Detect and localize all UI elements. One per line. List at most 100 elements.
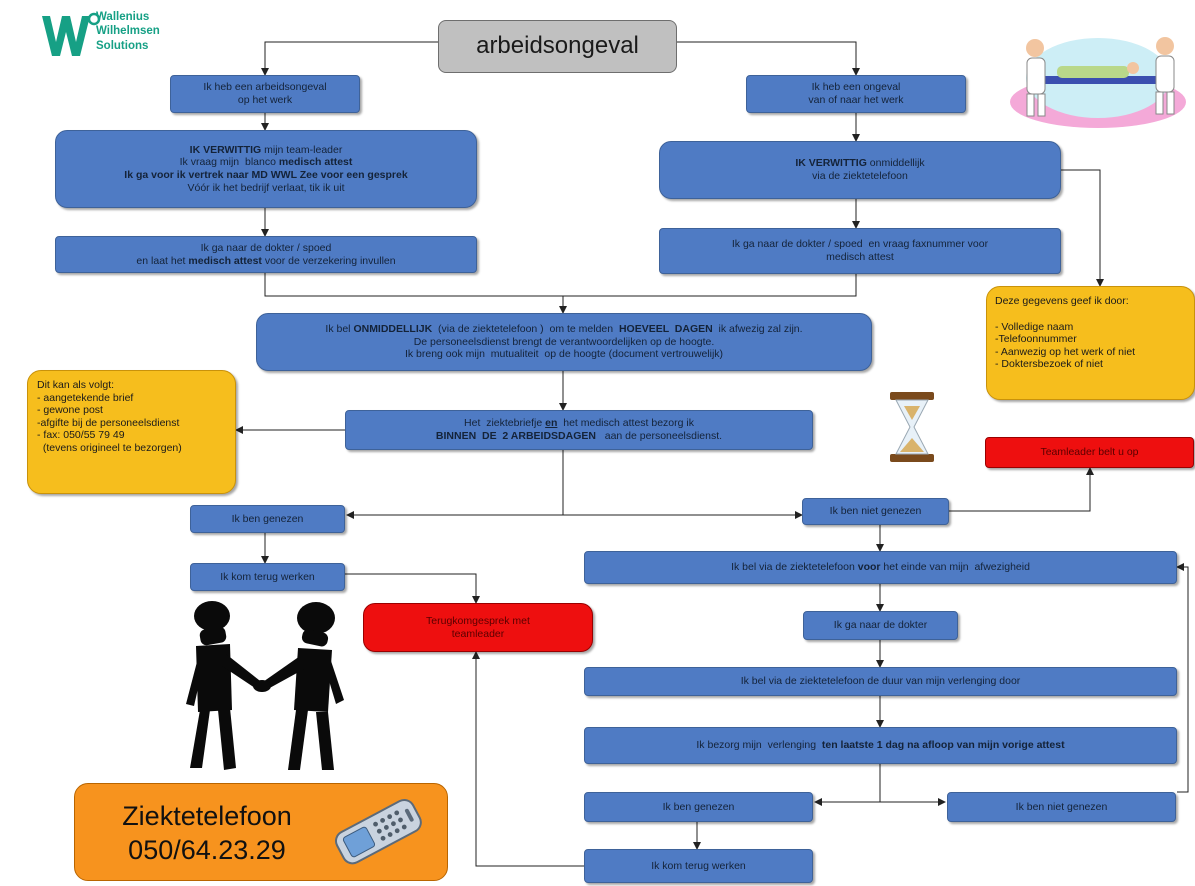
- text-segment: HOEVEEL DAGEN: [618, 323, 713, 336]
- box-line: Ik ben niet genezen: [829, 505, 922, 518]
- deliver-extension-box: Ik bezorg mijn verlenging ten laatste 1 …: [584, 727, 1177, 764]
- text-segment: Ik bel via de ziektetelefoon: [731, 561, 858, 574]
- work-accident-box: Ik heb een arbeidsongeval op het werk: [170, 75, 360, 113]
- box-line: Ik ben genezen: [231, 512, 304, 525]
- text-segment: ten laatste 1 dag na afloop van mijn vor…: [821, 739, 1065, 752]
- box-line: Ik ben niet genezen: [1015, 800, 1108, 813]
- method-item: - aangetekende brief: [37, 391, 134, 404]
- method-item: -afgifte bij de personeelsdienst: [37, 416, 180, 429]
- box-line: Ik breng ook mijn mutualiteit op de hoog…: [405, 348, 723, 361]
- text-segment: ik afwezig zal zijn.: [712, 323, 803, 336]
- mobile-phone-icon: [334, 798, 422, 865]
- text-segment: aan de personeelsdienst.: [595, 430, 723, 442]
- healed-2-box: Ik ben genezen: [584, 792, 813, 822]
- text-segment: De personeelsdienst brengt de verantwoor…: [413, 335, 715, 348]
- text-segment: onmiddellijk: [866, 157, 925, 170]
- box-line: Ik ga naar de dokter / spoed: [201, 242, 332, 255]
- sick-phone-text: Ziektetelefoon 050/64.23.29: [92, 800, 322, 868]
- text-segment: Vóór ik het bedrijf verlaat, tik ik uit: [187, 181, 345, 194]
- teamleader-calls-box: Teamleader belt u op: [985, 437, 1194, 468]
- box-line: Ik vraag mijn blanco medisch attest: [180, 156, 353, 169]
- info-to-provide-box: Deze gegevens geef ik door: - Volledige …: [986, 286, 1195, 400]
- box-line: Ik ben genezen: [662, 800, 735, 813]
- box-line: Ik bel via de ziektetelefoon voor het ei…: [731, 561, 1030, 574]
- text-segment: voor: [857, 561, 881, 574]
- info-heading: Deze gegevens geef ik door:: [995, 295, 1129, 307]
- company-logo: [42, 12, 101, 56]
- box-line: Ik ga voor ik vertrek naar MD WWL Zee vo…: [124, 169, 407, 182]
- call-before-end-box: Ik bel via de ziektetelefoon voor het ei…: [584, 551, 1177, 584]
- logo-line: Solutions: [96, 39, 149, 52]
- methods-heading: Dit kan als volgt:: [37, 379, 115, 391]
- box-line: Ik kom terug werken: [220, 570, 315, 583]
- text-segment: Het ziektebriefje: [464, 417, 546, 430]
- notify-teamleader-box: IK VERWITTIG mijn team-leader Ik vraag m…: [55, 130, 477, 208]
- page-title: arbeidsongeval: [476, 32, 639, 60]
- box-line: BINNEN DE 2 ARBEIDSDAGEN aan de personee…: [436, 430, 722, 443]
- text-segment: ONMIDDELLIJK: [353, 323, 433, 336]
- box-line: Ik ga naar de dokter: [833, 619, 928, 632]
- not-healed-box: Ik ben niet genezen: [802, 498, 949, 525]
- text-segment: Ik ga naar de dokter / spoed: [200, 241, 332, 254]
- call-immediately-box: Ik bel ONMIDDELLIJK (via de ziektetelefo…: [256, 313, 872, 371]
- text-segment: het medisch attest bezorg ik: [557, 417, 694, 430]
- text-segment: IK VERWITTIG: [189, 143, 262, 156]
- text-segment: mijn team-leader: [261, 143, 343, 156]
- return-interview-box: Terugkomgesprek met teamleader: [363, 603, 593, 652]
- text-segment: medisch attest: [278, 156, 353, 169]
- hourglass-icon: [890, 392, 934, 462]
- info-item: - Aanwezig op het werk of niet: [995, 345, 1136, 358]
- sick-phone-label: Ziektetelefoon: [122, 801, 292, 831]
- box-line: Ik heb een arbeidsongeval: [203, 81, 327, 94]
- text-segment: Ik vraag mijn blanco: [179, 156, 279, 169]
- text-segment: het einde van mijn afwezigheid: [880, 561, 1030, 574]
- doctor-right-box: Ik ga naar de dokter / spoed en vraag fa…: [659, 228, 1061, 274]
- info-item: - Volledige naam: [995, 320, 1074, 333]
- box-line: Vóór ik het bedrijf verlaat, tik ik uit: [188, 182, 345, 195]
- text-segment: Ik bel: [325, 323, 354, 336]
- go-doctor-box: Ik ga naar de dokter: [803, 611, 958, 640]
- handshake-illustration: [186, 601, 344, 770]
- healed-box: Ik ben genezen: [190, 505, 345, 533]
- doctor-left-box: Ik ga naar de dokter / spoed en laat het…: [55, 236, 477, 273]
- info-item: -Telefoonnummer: [995, 333, 1077, 346]
- text-segment: voor de verzekering invullen: [261, 254, 396, 267]
- box-line: en laat het medisch attest voor de verze…: [136, 255, 395, 268]
- text-segment: IK VERWITTIG: [795, 157, 867, 170]
- text-segment: via de ziektetelefoon: [812, 170, 908, 182]
- box-line: Teamleader belt u op: [1040, 446, 1139, 459]
- title-box: arbeidsongeval: [438, 20, 677, 73]
- box-line: Ik kom terug werken: [651, 859, 746, 872]
- box-line: Ik bel ONMIDDELLIJK (via de ziektetelefo…: [325, 323, 802, 336]
- box-line: Ik ga naar de dokter / spoed en vraag fa…: [732, 238, 988, 251]
- box-line: van of naar het werk: [808, 94, 904, 106]
- back-to-work-2-box: Ik kom terug werken: [584, 849, 813, 883]
- method-item: - fax: 050/55 79 49: [37, 429, 125, 442]
- box-line: Ik bel via de ziektetelefoon de duur van…: [740, 675, 1021, 688]
- box-line: Terugkomgesprek met: [426, 614, 530, 627]
- text-segment: en: [545, 417, 558, 430]
- text-segment: Ik bezorg mijn verlenging: [696, 739, 822, 752]
- box-line: via de ziektetelefoon: [812, 170, 908, 183]
- box-line: Het ziektebriefje en het medisch attest …: [464, 417, 694, 430]
- text-segment: medisch attest: [826, 251, 894, 263]
- text-segment: medisch attest: [188, 254, 262, 267]
- text-segment: BINNEN DE 2 ARBEIDSDAGEN: [435, 430, 596, 442]
- method-item: - gewone post: [37, 404, 103, 417]
- method-item: (tevens origineel te bezorgen): [37, 441, 182, 454]
- stretcher-illustration: [1010, 37, 1186, 128]
- notify-sick-line-box: IK VERWITTIG onmiddellijk via de ziektet…: [659, 141, 1061, 199]
- text-segment: en laat het: [136, 254, 189, 267]
- deliver-certificate-box: Het ziektebriefje en het medisch attest …: [345, 410, 813, 450]
- text-segment: Ik breng ook mijn mutualiteit op de hoog…: [404, 348, 724, 361]
- box-line: IK VERWITTIG onmiddellijk: [795, 157, 924, 170]
- info-item: - Doktersbezoek of niet: [995, 358, 1103, 371]
- text-segment: Ik ga voor ik vertrek naar MD WWL Zee vo…: [124, 169, 408, 181]
- text-segment: (via de ziektetelefoon ) om te melden: [432, 323, 619, 336]
- box-line: IK VERWITTIG mijn team-leader: [190, 144, 343, 157]
- box-line: De personeelsdienst brengt de verantwoor…: [414, 336, 715, 349]
- logo-line: Wallenius: [96, 11, 150, 23]
- box-line: Ik heb een ongeval: [811, 81, 901, 94]
- logo-line: Wilhelmsen: [96, 25, 160, 38]
